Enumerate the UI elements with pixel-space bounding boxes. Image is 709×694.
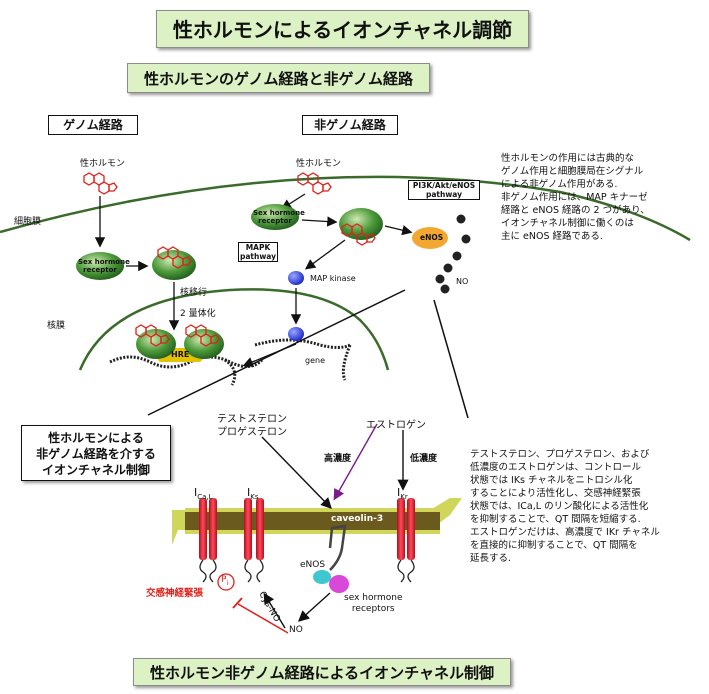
receptor-bound-right [339,208,383,240]
phosphate-circle [217,573,235,591]
ikr-label: IKr [397,486,408,502]
receptor-right [251,204,299,230]
testosterone-progesterone-label: テストステロンプロゲステロン [217,414,287,438]
map-kinase-ball [288,271,304,285]
high-concentration-label: 高濃度 [324,454,352,464]
dimerization-label: 2 量体化 [180,309,216,319]
receptor-lower [329,575,349,593]
dimer-left [136,329,176,359]
no-dots [435,214,471,294]
low-concentration-label: 低濃度 [410,454,438,464]
genomic-pathway-label: ゲノム経路 [48,115,138,135]
hormone-label-left: 性ホルモン [80,159,126,169]
enos-upper-label: eNOS [420,233,444,242]
iks-label: IKs [247,486,259,502]
callout-box: 性ホルモンによる非ゲノム経路を介するイオンチャネル制御 [21,425,171,481]
note-bottom: テストステロン、プロゲステロン、および低濃度のエストロゲンは、コントロール状態で… [470,449,660,564]
channel-iks [244,498,264,560]
no-upper-label: NO [456,277,469,286]
sympathetic-label: 交感神経緊張 [146,588,204,599]
estrogen-label: エストロゲン [366,420,426,431]
map-kinase-label: MAP kinase [310,274,356,283]
nuclear-membrane-label: 核膜 [47,321,66,331]
no-lower-label: NO [289,625,303,635]
enos-lower-label: eNOS [300,560,326,570]
translocation-label: 核移行 [180,288,208,298]
subtitle: 性ホルモンのゲノム経路と非ゲノム経路 [127,63,430,93]
nuclear-membrane [78,288,390,371]
pi-label: Pi [221,575,229,587]
receptor-left [76,252,124,280]
caveolin-label: caveolin-3 [331,514,384,524]
dna-strand [109,355,264,369]
nongenomic-pathway-label: 非ゲノム経路 [302,115,398,135]
hormone-molecule-right [297,172,332,195]
cell-membrane-label: 細胞膜 [14,217,42,227]
enos-bubble-upper [412,227,448,249]
main-title: 性ホルモンによるイオンチャネル調節 [156,10,529,48]
note-top: 性ホルモンの作用には古典的なゲノム作用と細胞膜局在シグナルによる非ゲノム作用があ… [501,153,650,242]
channel-ical [199,498,217,560]
hormone-molecule-left [83,172,118,195]
bottom-title: 性ホルモン非ゲノム経路によるイオンチャネル制御 [133,658,511,686]
cell-membrane [0,175,691,242]
ical-label: ICa,L [194,486,213,502]
gene-label: gene [305,356,325,365]
enos-lower [313,570,331,584]
hre-label: HRE [171,350,190,359]
channel-ikr [397,498,415,560]
dimer-right [184,329,224,359]
hormone-label-right: 性ホルモン [296,159,342,169]
